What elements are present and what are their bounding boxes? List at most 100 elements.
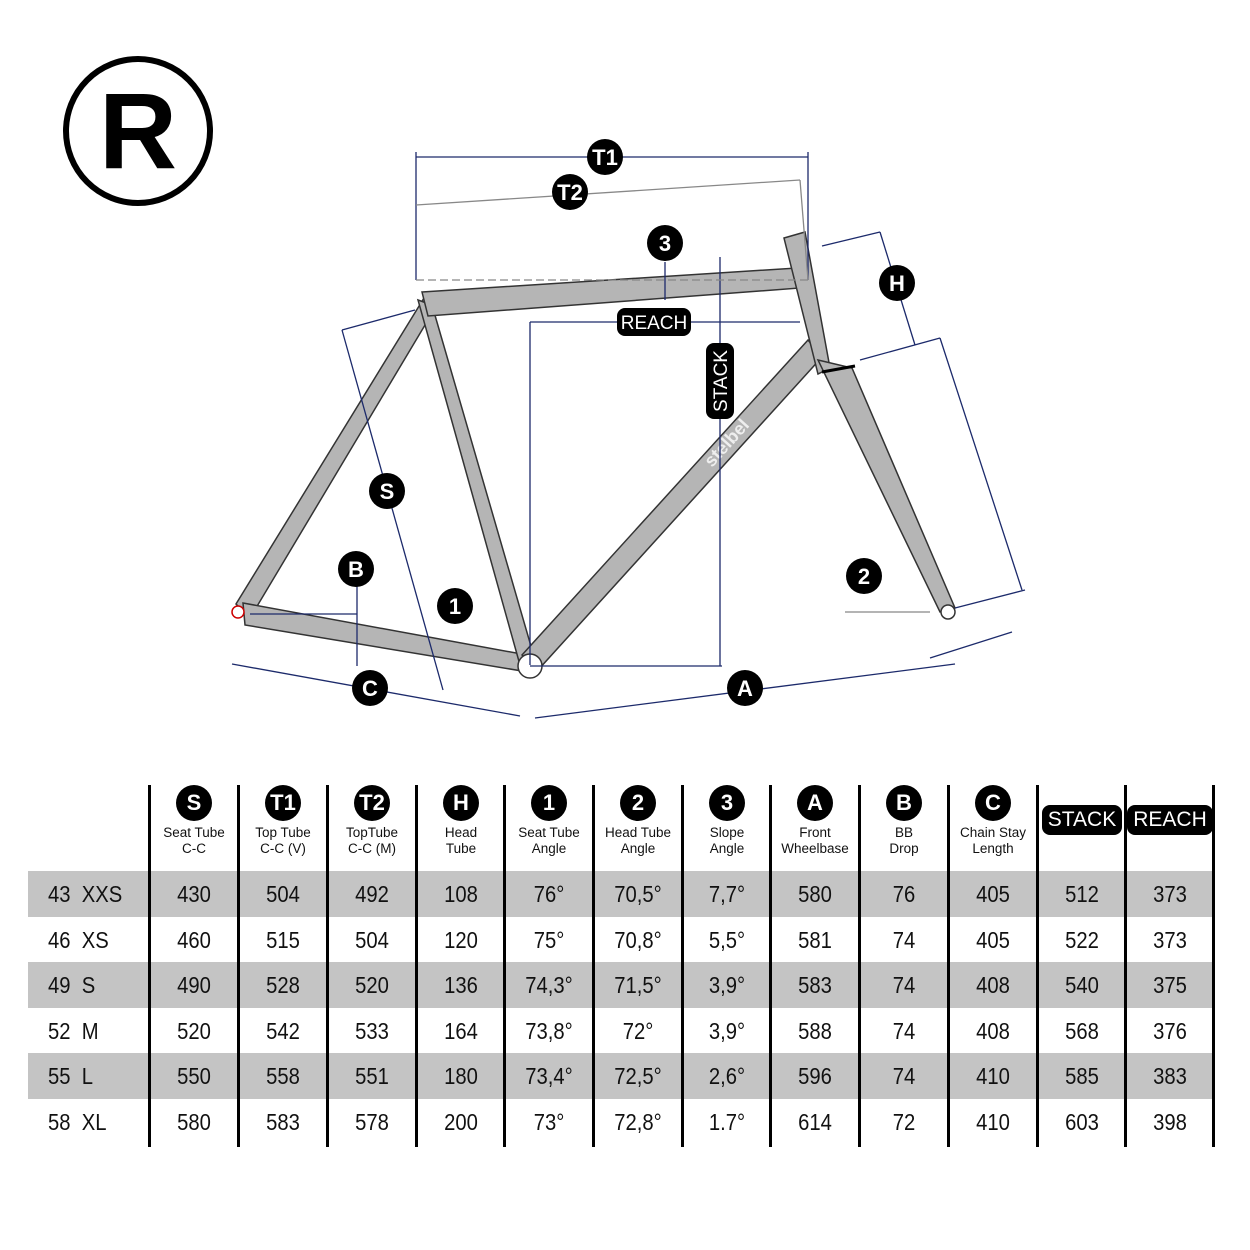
column-divider: [947, 785, 950, 1147]
table-cell: 520: [177, 1017, 211, 1044]
table-cell: 120: [444, 926, 478, 953]
table-cell: 5,5°: [708, 926, 746, 953]
table-cell: 200: [444, 1108, 478, 1135]
table-cell: 74: [892, 1063, 916, 1089]
column-divider: [769, 785, 772, 1147]
table-cell: 430: [177, 881, 211, 907]
column-badge: 1: [531, 785, 567, 821]
table-cell: 408: [976, 972, 1010, 998]
column-divider: [1212, 785, 1215, 1147]
seat-tube: [416, 298, 536, 666]
table-cell: 75°: [533, 926, 565, 953]
svg-text:S: S: [380, 479, 395, 504]
table-cell: 585: [1065, 1063, 1099, 1089]
table-cell: 520: [355, 972, 389, 998]
badge-s: S: [369, 473, 405, 509]
badge-stack: STACK: [706, 343, 734, 419]
column-divider: [681, 785, 684, 1147]
reference-lines: [415, 179, 930, 613]
column-header: REACH: [1126, 785, 1214, 871]
column-label-line: Front: [799, 825, 831, 840]
table-cell: 408: [976, 1017, 1010, 1044]
svg-text:T1: T1: [592, 145, 618, 170]
column-label-line: TopTube: [345, 825, 399, 840]
column-label-line: C-C: [182, 841, 206, 856]
table-cell: 578: [355, 1108, 389, 1135]
table-cell: 614: [798, 1108, 832, 1135]
column-divider: [503, 785, 506, 1147]
table-cell: 596: [798, 1063, 832, 1089]
table-cell: 551: [355, 1063, 389, 1089]
column-badge: T2: [354, 785, 390, 821]
table-cell: 405: [976, 926, 1010, 953]
table-cell: 76°: [533, 881, 565, 907]
column-badge: T1: [265, 785, 301, 821]
column-pill: STACK: [1041, 805, 1123, 835]
table-cell: 73,4°: [525, 1063, 573, 1089]
table-cell: 376: [1153, 1017, 1187, 1044]
table-cell: 74,3°: [525, 972, 573, 998]
badge-t1: T1: [587, 139, 623, 175]
column-pill: REACH: [1127, 805, 1213, 835]
size-label: 49 S: [48, 972, 96, 998]
table-cell: 580: [798, 881, 832, 907]
badge-b: B: [338, 551, 374, 587]
size-label: 58 XL: [48, 1108, 107, 1135]
svg-text:STACK: STACK: [711, 350, 732, 412]
table-cell: 2,6°: [708, 1063, 746, 1089]
table-cell: 542: [266, 1017, 300, 1044]
svg-text:3: 3: [659, 231, 671, 256]
column-label-line: BB: [894, 825, 913, 840]
column-label-line: Top Tube: [255, 825, 311, 840]
table-cell: 180: [444, 1063, 478, 1089]
column-label-line: Slope: [709, 825, 745, 840]
table-cell: 504: [266, 881, 300, 907]
table-cell: 528: [266, 972, 300, 998]
column-divider: [1036, 785, 1039, 1147]
column-badge: A: [797, 785, 833, 821]
table-cell: 1.7°: [708, 1108, 746, 1135]
table-cell: 70,5°: [614, 881, 662, 907]
column-label-line: Tube: [445, 841, 477, 856]
table-cell: 588: [798, 1017, 832, 1044]
table-cell: 568: [1065, 1017, 1099, 1044]
table-cell: 410: [976, 1108, 1010, 1135]
svg-text:2: 2: [858, 564, 870, 589]
table-cell: 581: [798, 926, 832, 953]
svg-text:B: B: [348, 557, 364, 582]
svg-text:REACH: REACH: [621, 313, 688, 334]
badge-t2: T2: [552, 174, 588, 210]
table-cell: 522: [1065, 926, 1099, 953]
column-label-line: C-C (V): [260, 841, 306, 856]
badge-1: 1: [437, 588, 473, 624]
table-cell: 533: [355, 1017, 389, 1044]
table-cell: 7,7°: [708, 881, 746, 907]
table-cell: 70,8°: [614, 926, 662, 953]
column-header: STACK: [1038, 785, 1126, 871]
table-cell: 580: [177, 1108, 211, 1135]
table-cell: 512: [1065, 881, 1099, 907]
table-cell: 72°: [622, 1017, 654, 1044]
column-badge: C: [975, 785, 1011, 821]
column-divider: [1124, 785, 1127, 1147]
table-cell: 410: [976, 1063, 1010, 1089]
table-cell: 460: [177, 926, 211, 953]
logo: R: [63, 56, 213, 206]
column-label-line: Drop: [889, 841, 919, 856]
table-cell: 108: [444, 881, 478, 907]
table-cell: 603: [1065, 1108, 1099, 1135]
column-label-line: Angle: [531, 841, 567, 856]
rear-dropout: [231, 605, 245, 619]
